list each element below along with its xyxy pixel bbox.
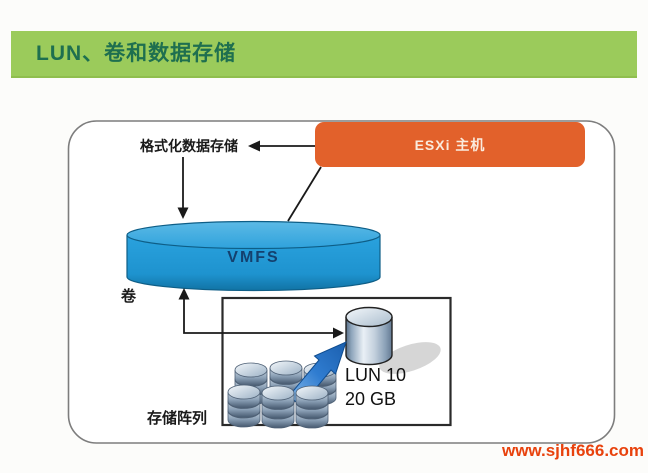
vmfs-label: VMFS [227,249,280,266]
format-datastore-label: 格式化数据存储 [140,138,238,154]
page-title: LUN、卷和数据存储 [36,42,237,65]
watermark-text: www.sjhf666.com [501,441,644,460]
lun-size-text: 20 GB [345,389,397,409]
lun-cylinder-icon [345,306,393,366]
esxi-host-box: ESXi 主机 [315,122,585,167]
arrow-esxi-to-format-icon [248,140,316,152]
esxi-host-label: ESXi 主机 [414,136,486,153]
storage-array-label: 存储阵列 [147,410,208,427]
arrow-format-to-vmfs-icon [177,157,189,219]
volume-label: 卷 [121,288,137,305]
disk-stack-icon [228,385,260,427]
disk-stack-icon [296,386,328,428]
disk-stack-icon [262,386,294,428]
lun-capacity-label: LUN 10 20 GB [345,363,406,411]
lun-id-text: LUN 10 [345,365,407,385]
arrow-lun-to-vmfs-icon [178,288,344,339]
lun-shadow [379,342,441,374]
connector-esxi-to-vmfs [287,166,322,222]
vmfs-cylinder-icon [126,220,381,292]
title-bar: LUN、卷和数据存储 [11,31,637,78]
